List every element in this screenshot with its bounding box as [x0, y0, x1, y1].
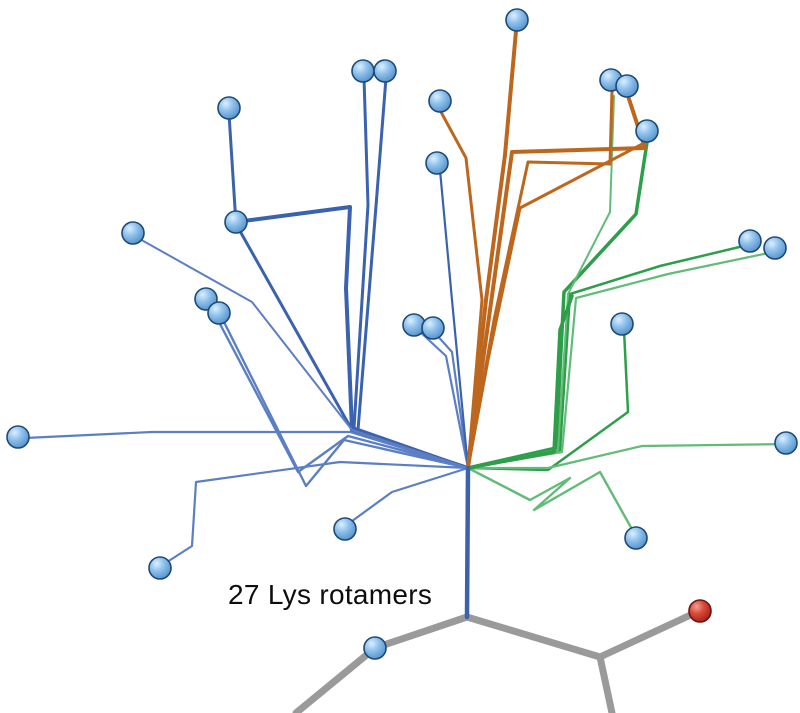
- rotamer-chain-blue-k: [416, 328, 470, 470]
- rotamer-chain-green-f: [466, 442, 790, 470]
- atoms-layer: [6, 8, 798, 660]
- rotamer-chain-green-c: [466, 249, 780, 470]
- rotamer-chain-green-e: [466, 466, 640, 542]
- rotamer-chain-blue-l: [438, 168, 470, 470]
- rotamer-chains-layer: [23, 29, 790, 566]
- nitrogen-atom: [610, 312, 634, 336]
- nitrogen-atom: [421, 316, 445, 340]
- nitrogen-atom: [121, 221, 145, 245]
- nitrogen-atom: [148, 556, 172, 580]
- rotamer-count-label: 27 Lys rotamers: [228, 579, 433, 610]
- rotamer-chain-blue-h: [162, 460, 470, 566]
- rotamer-chain-green-a: [466, 134, 650, 470]
- nitrogen-atom: [207, 301, 231, 325]
- backbone-segment: [596, 608, 701, 661]
- nitrogen-atom: [373, 59, 397, 83]
- rotamer-chain-blue-i: [346, 466, 470, 526]
- nitrogen-atom: [425, 151, 449, 175]
- nitrogen-atom: [763, 236, 787, 260]
- stem-layer: [464, 465, 471, 620]
- rotamer-chain-green-b: [466, 242, 754, 470]
- backbone-layer: [292, 608, 701, 713]
- rotamer-chain-orange-a: [466, 29, 518, 470]
- nitrogen-atom: [738, 229, 762, 253]
- rotamer-chain-blue-e: [23, 430, 470, 470]
- backbone-segment: [371, 613, 471, 652]
- nitrogen-atom: [505, 8, 529, 32]
- nitrogen-atom: [635, 119, 659, 143]
- nitrogen-atom: [428, 89, 452, 113]
- nitrogen-atom: [774, 431, 798, 455]
- backbone-segment: [463, 613, 604, 661]
- nitrogen-atom: [217, 96, 241, 120]
- nitrogen-atom: [615, 74, 639, 98]
- backbone-segment: [292, 644, 379, 713]
- rotamer-chain-orange-d: [439, 110, 484, 470]
- nitrogen-atom: [624, 526, 648, 550]
- rotamer-chain-blue-m: [137, 237, 469, 469]
- oxygen-atom: [688, 599, 712, 623]
- backbone-segment: [596, 653, 616, 713]
- rotamer-chain-orange-e: [466, 139, 650, 470]
- nitrogen-atom: [351, 59, 375, 83]
- nitrogen-atom: [224, 210, 248, 234]
- nitrogen-atom: [333, 517, 357, 541]
- rotamer-chain-blue-f: [208, 303, 470, 474]
- rotamer-chain-blue-d: [356, 76, 470, 470]
- nitrogen-atom: [363, 636, 387, 660]
- ca-cb-stem: [464, 465, 471, 620]
- nitrogen-atom: [6, 425, 30, 449]
- rotamer-chain-green-h: [466, 294, 574, 470]
- rotamer-chain-blue-j: [432, 330, 470, 470]
